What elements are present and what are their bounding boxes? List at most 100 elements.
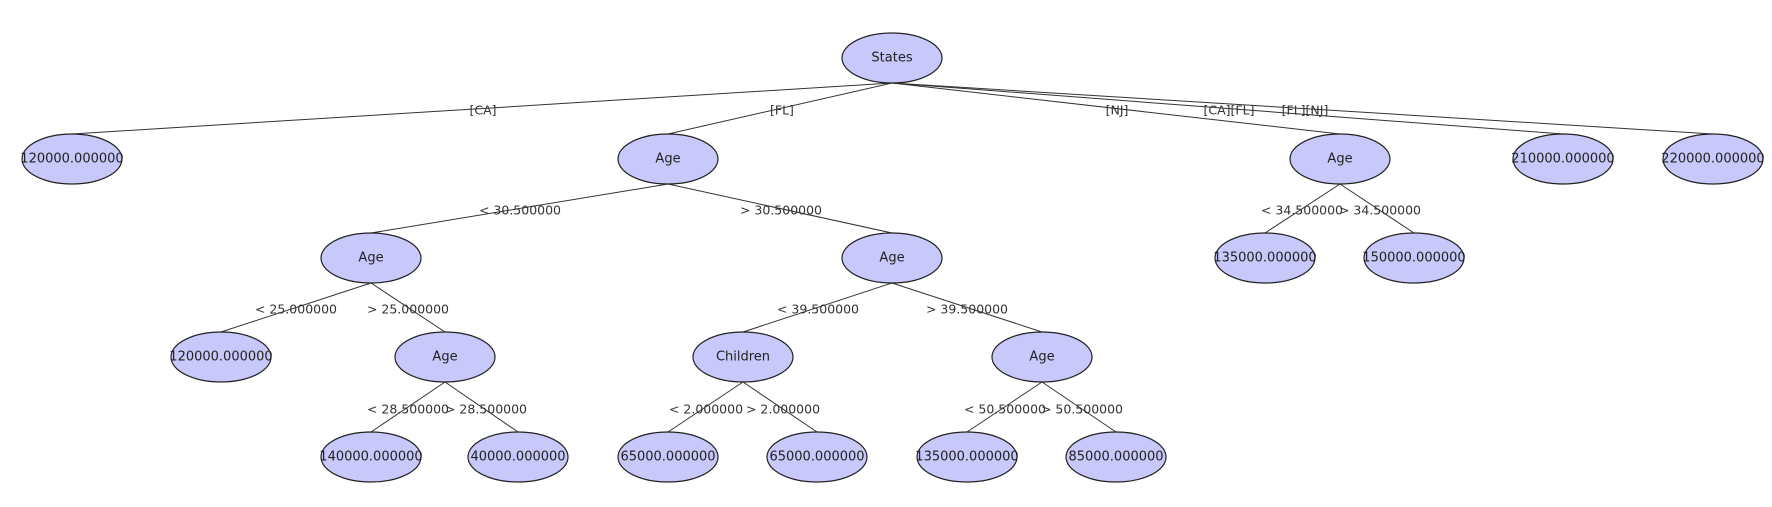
edge-label: > 50.500000	[1041, 402, 1123, 417]
tree-edge	[667, 183, 893, 234]
node-ellipse	[1289, 133, 1391, 185]
node-ellipse	[170, 331, 272, 383]
edge-label: [CA]	[469, 103, 496, 118]
edge-label: > 28.500000	[445, 402, 527, 417]
leaf-node: 120000.000000	[20, 133, 124, 185]
tree-edge	[1264, 183, 1341, 234]
node-ellipse	[841, 232, 943, 284]
node-label: 120000.000000	[169, 350, 272, 365]
node-label: 65000.000000	[620, 450, 715, 465]
node-ellipse	[617, 431, 719, 483]
edge-label: < 2.000000	[669, 402, 743, 417]
edge-label: < 34.500000	[1261, 203, 1343, 218]
edge-label: [FL][NJ]	[1282, 103, 1329, 118]
tree-edge	[370, 183, 669, 234]
edge-label: > 39.500000	[926, 302, 1008, 317]
node-label: 150000.000000	[1362, 251, 1465, 266]
decision-node: Age	[841, 232, 943, 284]
node-label: Age	[358, 251, 383, 266]
leaf-node: 210000.000000	[1511, 133, 1615, 185]
node-label: 120000.000000	[20, 152, 123, 167]
node-ellipse	[21, 133, 123, 185]
decision-node: States	[841, 32, 943, 84]
decision-node: Age	[394, 331, 496, 383]
edge-label: [FL]	[770, 103, 794, 118]
node-label: 220000.000000	[1661, 152, 1764, 167]
node-ellipse	[1065, 431, 1167, 483]
tree-edge	[370, 381, 446, 433]
edge-labels-layer: [CA][FL]< 30.500000< 25.000000> 25.00000…	[255, 103, 1421, 417]
node-label: 140000.000000	[319, 450, 422, 465]
tree-edge	[667, 82, 893, 135]
leaf-node: 85000.000000	[1065, 431, 1167, 483]
node-ellipse	[394, 331, 496, 383]
edge-label: < 50.500000	[964, 402, 1046, 417]
node-label: Children	[716, 350, 770, 365]
node-ellipse	[320, 232, 422, 284]
node-ellipse	[692, 331, 794, 383]
node-ellipse	[1512, 133, 1614, 185]
leaf-node: 140000.000000	[319, 431, 423, 483]
tree-edge	[71, 82, 893, 135]
leaf-node: 135000.000000	[915, 431, 1019, 483]
tree-edge	[891, 282, 1043, 333]
leaf-node: 150000.000000	[1362, 232, 1466, 284]
node-ellipse	[320, 431, 422, 483]
leaf-node: 40000.000000	[467, 431, 569, 483]
edge-label: > 30.500000	[740, 203, 822, 218]
node-label: 40000.000000	[470, 450, 565, 465]
node-label: Age	[432, 350, 457, 365]
edge-label: < 25.000000	[255, 302, 337, 317]
leaf-node: 65000.000000	[766, 431, 868, 483]
node-label: Age	[655, 152, 680, 167]
decision-node: Age	[1289, 133, 1391, 185]
node-label: Age	[1029, 350, 1054, 365]
node-label: 210000.000000	[1511, 152, 1614, 167]
tree-edge	[444, 381, 519, 433]
node-ellipse	[1662, 133, 1764, 185]
tree-edge	[1041, 381, 1117, 433]
tree-edge	[742, 282, 893, 333]
node-ellipse	[766, 431, 868, 483]
node-ellipse	[1363, 232, 1465, 284]
node-label: States	[871, 51, 912, 66]
node-label: 65000.000000	[769, 450, 864, 465]
tree-edge	[891, 82, 1564, 135]
edges-layer	[71, 82, 1714, 433]
tree-edge	[220, 282, 372, 333]
edge-label: [NJ]	[1106, 103, 1129, 118]
node-ellipse	[617, 133, 719, 185]
tree-edge	[742, 381, 818, 433]
edge-label: < 28.500000	[367, 402, 449, 417]
node-ellipse	[916, 431, 1018, 483]
leaf-node: 135000.000000	[1213, 232, 1317, 284]
tree-edge	[370, 282, 446, 333]
tree-edge	[966, 381, 1043, 433]
decision-node: Age	[320, 232, 422, 284]
edge-label: [CA][FL]	[1204, 103, 1255, 118]
tree-edge	[891, 82, 1714, 135]
node-label: Age	[879, 251, 904, 266]
node-label: 85000.000000	[1068, 450, 1163, 465]
edge-label: < 30.500000	[479, 203, 561, 218]
edge-label: > 25.000000	[367, 302, 449, 317]
node-label: 135000.000000	[915, 450, 1018, 465]
leaf-node: 65000.000000	[617, 431, 719, 483]
tree-edge	[667, 381, 744, 433]
edge-label: > 34.500000	[1339, 203, 1421, 218]
edge-label: < 39.500000	[777, 302, 859, 317]
decision-node: Age	[617, 133, 719, 185]
node-ellipse	[991, 331, 1093, 383]
decision-node: Age	[991, 331, 1093, 383]
node-ellipse	[467, 431, 569, 483]
leaf-node: 220000.000000	[1661, 133, 1765, 185]
tree-edge	[1339, 183, 1415, 234]
node-label: 135000.000000	[1213, 251, 1316, 266]
edge-label: > 2.000000	[746, 402, 820, 417]
leaf-node: 120000.000000	[169, 331, 273, 383]
decision-node: Children	[692, 331, 794, 383]
tree-edge	[891, 82, 1341, 135]
node-ellipse	[1214, 232, 1316, 284]
